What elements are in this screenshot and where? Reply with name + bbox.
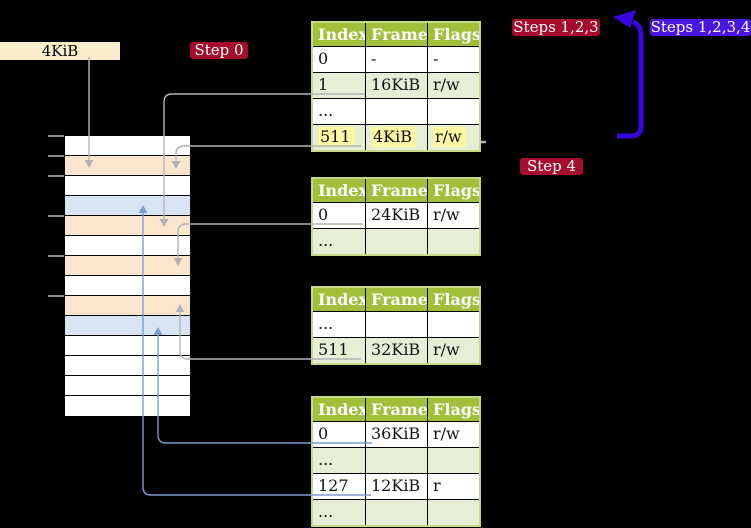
table-cell: 12KiB xyxy=(366,474,427,499)
memory-row xyxy=(65,396,190,416)
table-cell: ... xyxy=(313,229,365,254)
memory-row xyxy=(65,196,190,216)
memory-row xyxy=(65,156,190,176)
table-cell: 0 xyxy=(313,47,365,72)
memory-row xyxy=(65,176,190,196)
memory-row xyxy=(65,336,190,356)
table-cell: r/w xyxy=(428,203,479,228)
page-size-label: 4KiB xyxy=(0,42,120,60)
table-cell: 32KiB xyxy=(366,338,427,363)
table-cell: 16KiB xyxy=(366,73,427,98)
tick-mark xyxy=(48,175,64,177)
step4-label: Step 4 xyxy=(520,158,583,175)
table-header-cell: Frame xyxy=(366,23,427,46)
table-cell: - xyxy=(366,47,427,72)
tick-mark xyxy=(48,135,64,137)
table-header-cell: Flags xyxy=(428,398,479,421)
table-header-cell: Index xyxy=(313,179,365,202)
table-cell xyxy=(428,312,479,337)
tick-mark xyxy=(48,215,64,217)
table-cell: 0 xyxy=(313,203,365,228)
steps1234-label: Steps 1,2,3,4 xyxy=(650,18,751,36)
page-table-2: Index Frame Flags 0 24KiB r/w ... xyxy=(311,177,481,256)
big-blue-loop-arrow xyxy=(617,19,644,139)
memory-row xyxy=(65,376,190,396)
table-cell xyxy=(366,312,427,337)
memory-row xyxy=(65,296,190,316)
memory-row xyxy=(65,356,190,376)
table-cell-highlighted: r/w xyxy=(428,125,479,150)
table-header-cell: Frame xyxy=(366,398,427,421)
table-header-cell: Index xyxy=(313,288,365,311)
table-header-cell: Index xyxy=(313,398,365,421)
steps123-label: Steps 1,2,3 xyxy=(512,18,600,36)
table-header-cell: Index xyxy=(313,23,365,46)
memory-column xyxy=(65,136,190,416)
step0-label: Step 0 xyxy=(190,42,248,59)
memory-row xyxy=(65,216,190,236)
table-cell xyxy=(366,229,427,254)
table-cell: r/w xyxy=(428,422,479,447)
table-cell xyxy=(428,99,479,124)
table-cell: 0 xyxy=(313,422,365,447)
memory-row xyxy=(65,256,190,276)
table-cell xyxy=(428,229,479,254)
table-cell: ... xyxy=(313,448,365,473)
table-cell: r/w xyxy=(428,73,479,98)
table-cell xyxy=(366,448,427,473)
memory-row xyxy=(65,236,190,256)
table-cell xyxy=(428,500,479,525)
arrowhead-left-icon xyxy=(613,10,636,28)
memory-row xyxy=(65,316,190,336)
table-cell: 1 xyxy=(313,73,365,98)
table-cell: - xyxy=(428,47,479,72)
table-cell: r xyxy=(428,474,479,499)
table-cell-highlighted: 4KiB xyxy=(366,125,427,150)
page-table-3: Index Frame Flags ... 511 32KiB r/w xyxy=(311,286,481,365)
table-header-cell: Flags xyxy=(428,179,479,202)
table-cell: ... xyxy=(313,99,365,124)
table-header-cell: Frame xyxy=(366,179,427,202)
table-cell: ... xyxy=(313,312,365,337)
table-header-cell: Flags xyxy=(428,288,479,311)
table-cell: ... xyxy=(313,500,365,525)
tick-mark xyxy=(48,155,64,157)
table-cell: 24KiB xyxy=(366,203,427,228)
table-header-cell: Flags xyxy=(428,23,479,46)
memory-row xyxy=(65,136,190,156)
table-cell xyxy=(366,99,427,124)
tick-mark xyxy=(48,295,64,297)
table-cell: 36KiB xyxy=(366,422,427,447)
page-table-1: Index Frame Flags 0 - - 1 16KiB r/w ... … xyxy=(311,21,481,152)
tick-mark xyxy=(48,255,64,257)
page-table-4: Index Frame Flags 0 36KiB r/w ... 127 12… xyxy=(311,396,481,527)
memory-row xyxy=(65,276,190,296)
table-cell: 127 xyxy=(313,474,365,499)
table-cell: r/w xyxy=(428,338,479,363)
table-header-cell: Frame xyxy=(366,288,427,311)
table-cell-highlighted: 511 xyxy=(313,125,365,150)
table-cell xyxy=(428,448,479,473)
table-cell xyxy=(366,500,427,525)
table-cell: 511 xyxy=(313,338,365,363)
